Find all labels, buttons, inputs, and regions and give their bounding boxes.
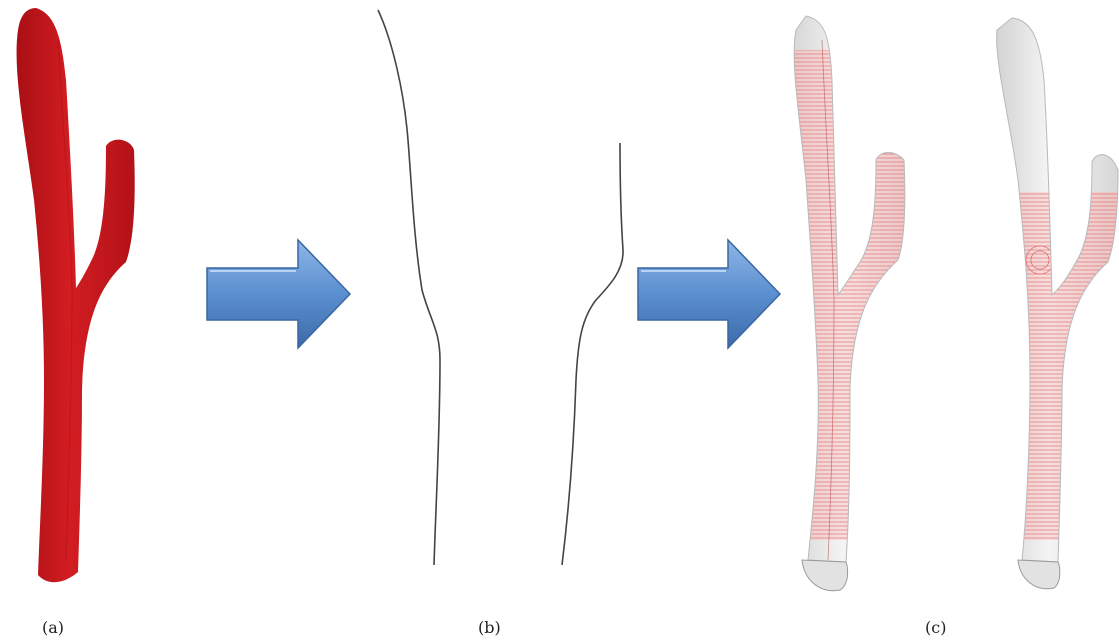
centerline-branch xyxy=(562,143,623,565)
vessel-mesh-left xyxy=(780,0,920,600)
panel-label-a: (a) xyxy=(42,618,64,637)
right-arrow-icon xyxy=(638,240,780,348)
panel-label-c: (c) xyxy=(925,618,946,637)
right-arrow-icon xyxy=(207,240,350,348)
vessel-mesh-right xyxy=(990,0,1119,600)
centerline-main xyxy=(378,10,440,565)
panel-label-b: (b) xyxy=(478,618,501,637)
vessel-model-red xyxy=(17,8,135,582)
